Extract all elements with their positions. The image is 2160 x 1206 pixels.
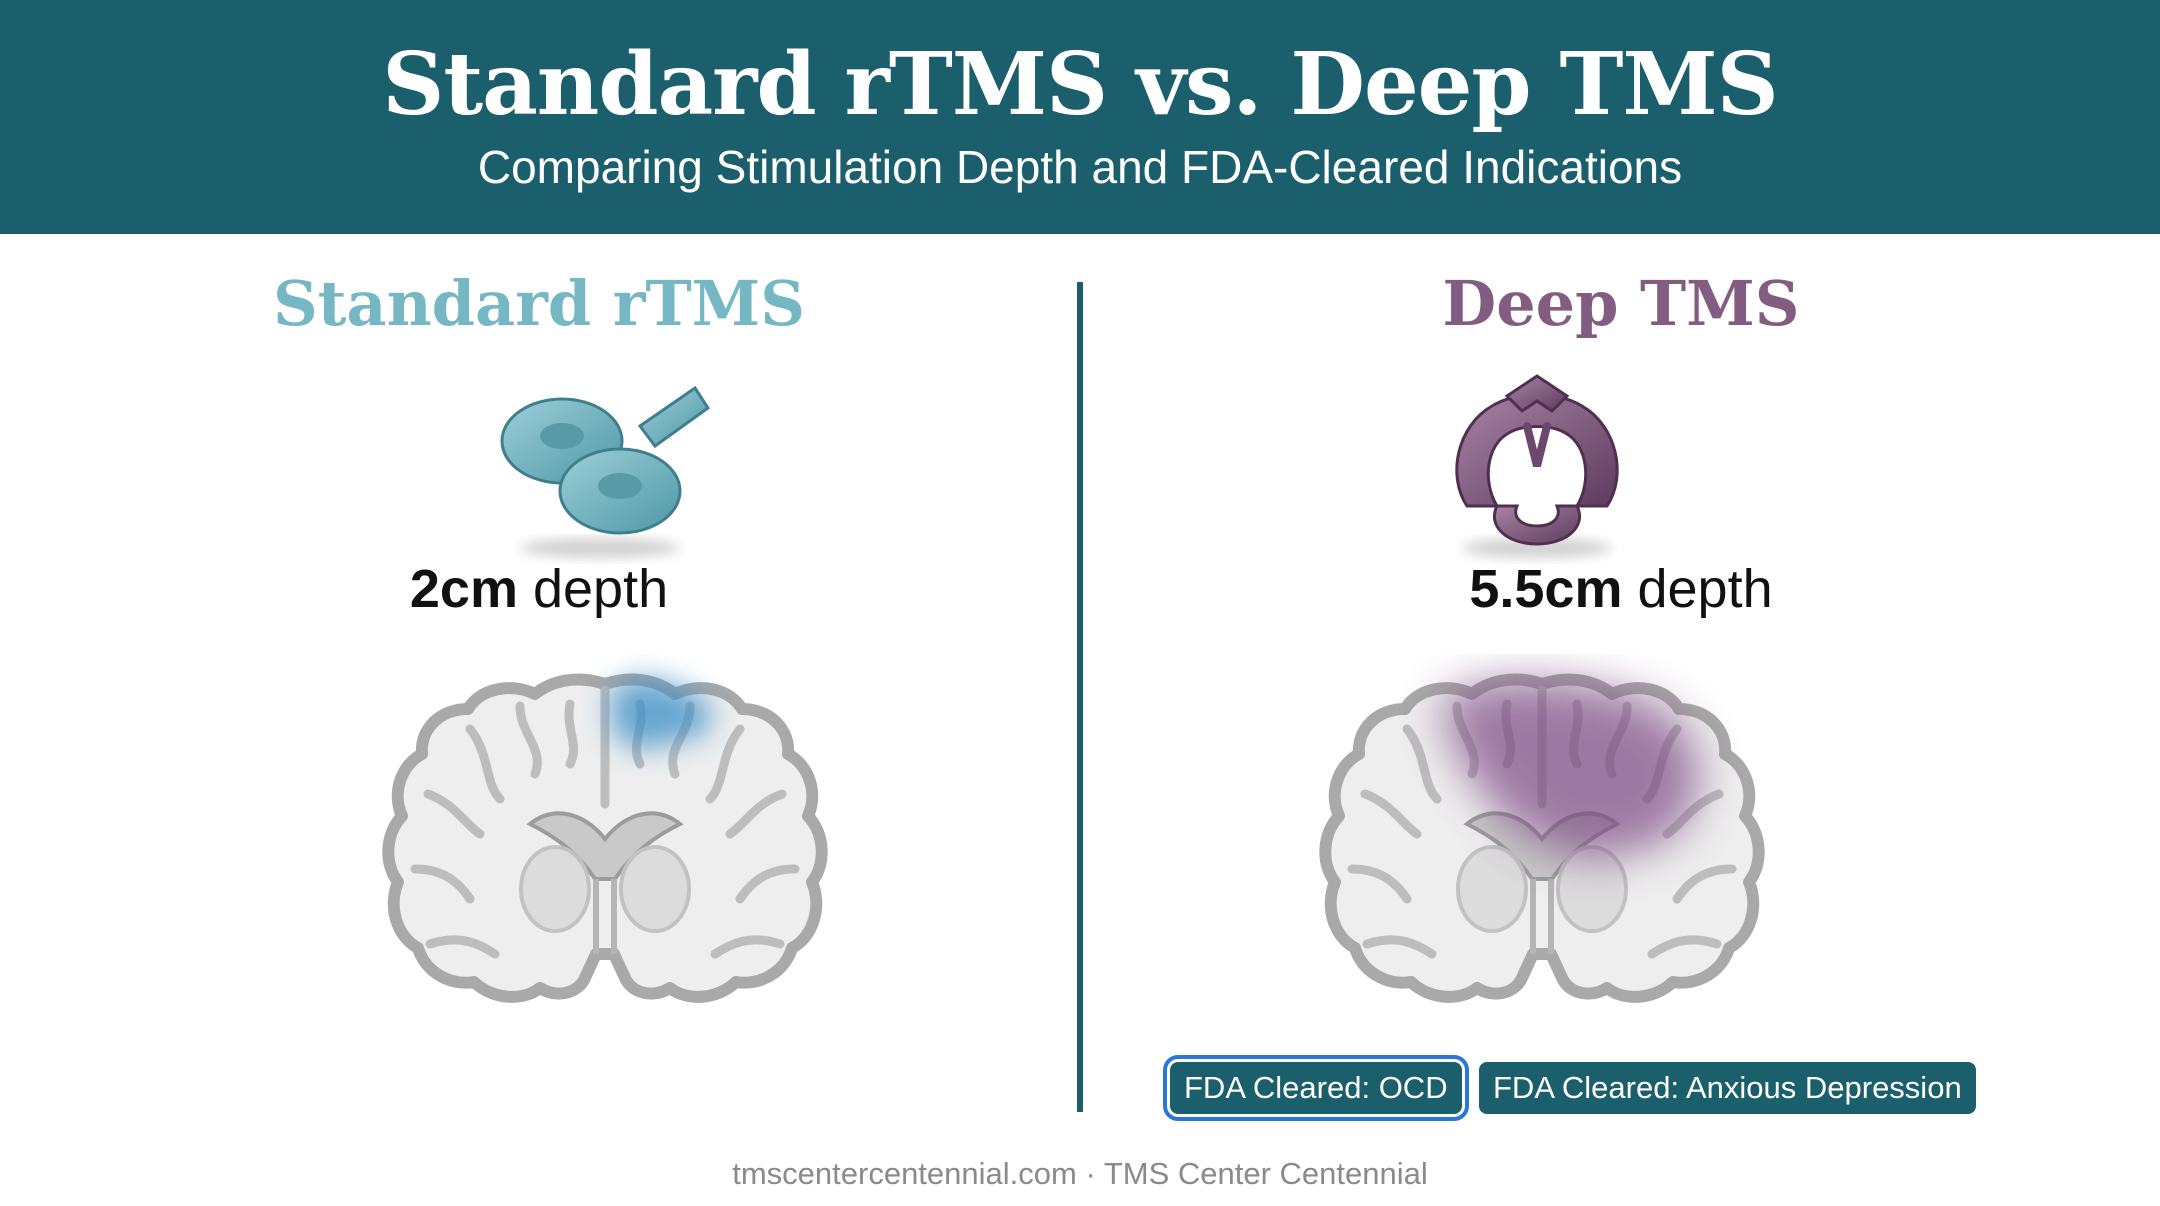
deep-brain-diagram	[1307, 654, 1777, 1034]
h-coil-icon	[1455, 374, 1619, 558]
standard-rtms-panel: Standard rTMS 2cm depth	[0, 234, 1078, 1134]
fda-ocd-badge: FDA Cleared: OCD	[1163, 1055, 1469, 1121]
brain-coronal-section	[388, 679, 821, 996]
deep-tms-title: Deep TMS	[1442, 267, 1800, 340]
figure-eight-coil-icon	[500, 385, 710, 558]
deep-depth-value: 5.5cm	[1469, 559, 1623, 619]
standard-stimulation-zone	[610, 678, 711, 750]
standard-brain-diagram	[370, 654, 840, 1034]
panel-divider	[1077, 282, 1083, 1112]
footer-credit: tmscentercentennial.com · TMS Center Cen…	[732, 1156, 1428, 1191]
deep-stimulation-zone	[1444, 681, 1699, 858]
standard-rtms-title: Standard rTMS	[273, 267, 805, 340]
page-title: Standard rTMS vs. Deep TMS	[382, 34, 1779, 135]
deep-depth-unit-label: depth	[1622, 559, 1773, 619]
fda-anxious-depression-badge: FDA Cleared: Anxious Depression	[1479, 1062, 1976, 1114]
standard-depth-label: 2cm depth	[0, 554, 1078, 624]
standard-depth-unit-label: depth	[517, 559, 669, 619]
page-subtitle: Comparing Stimulation Depth and FDA-Clea…	[477, 141, 1683, 193]
deep-tms-panel: Deep TMS 5.5cm depth	[1082, 234, 2160, 1134]
standard-depth-value: 2cm	[409, 559, 518, 619]
deep-depth-label: 5.5cm depth	[1082, 554, 2160, 624]
header-banner: Standard rTMS vs. Deep TMS Comparing Sti…	[0, 0, 2160, 234]
